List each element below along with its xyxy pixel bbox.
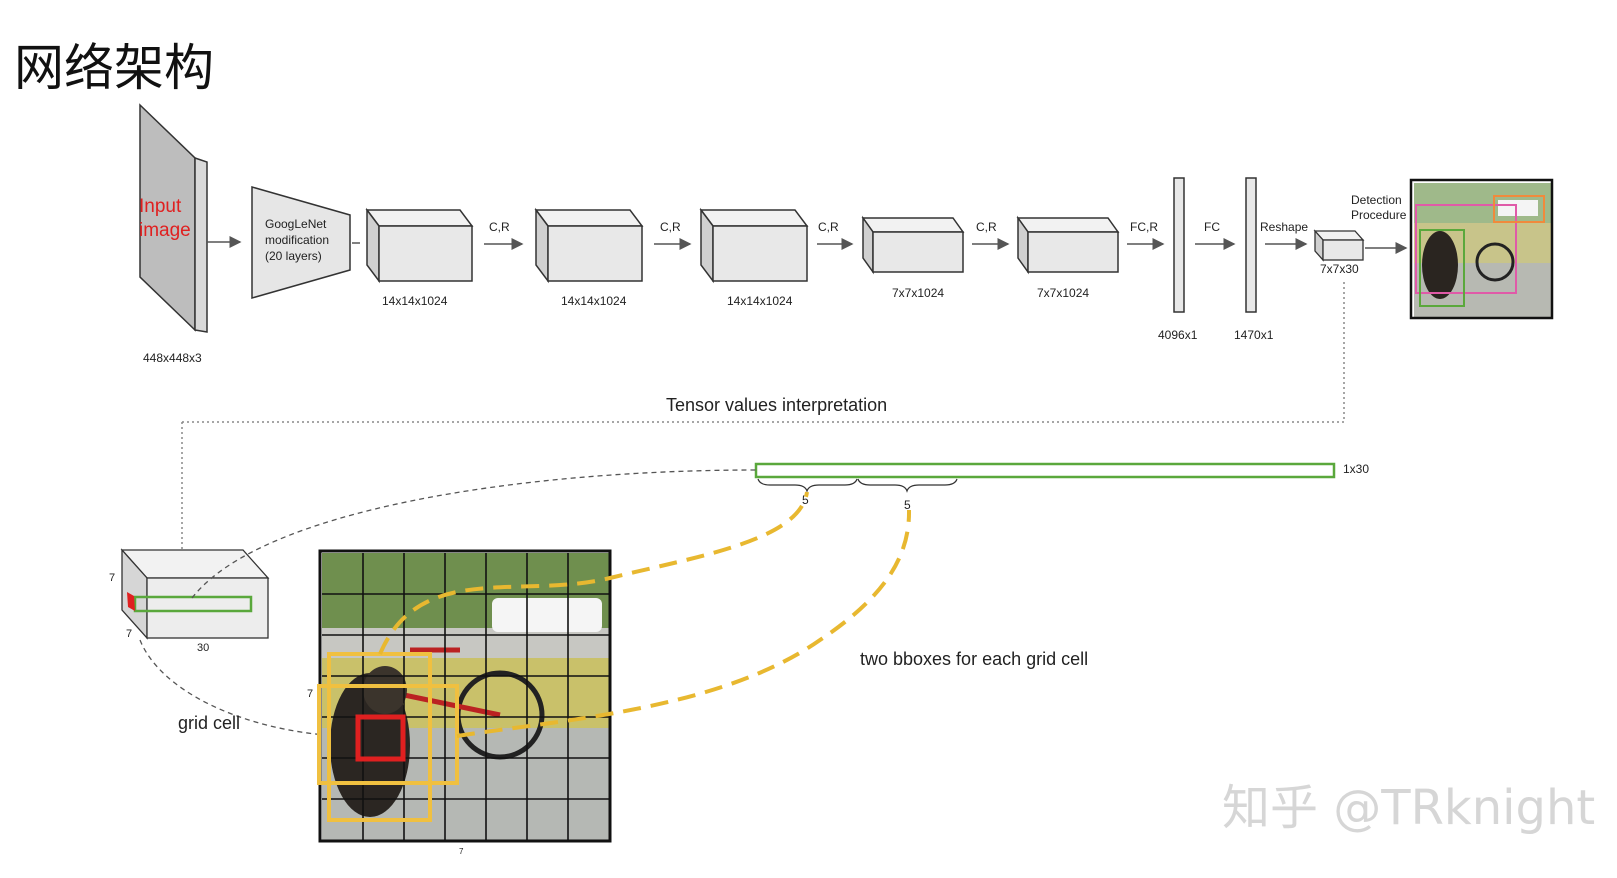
- bbox-label: two bboxes for each grid cell: [860, 649, 1088, 669]
- block-dim-4: 7x7x1024: [892, 286, 944, 300]
- arrow-label-3: C,R: [818, 220, 839, 234]
- grid-cube-w-label: 7: [126, 628, 132, 640]
- googlenet-label-3: (20 layers): [265, 249, 322, 263]
- conv-block-4: 7x7x1024: [861, 215, 965, 300]
- fc-dim-1: 4096x1: [1158, 328, 1198, 342]
- fc-dim-2: 1470x1: [1234, 328, 1274, 342]
- detection-label-1: Detection: [1351, 193, 1402, 207]
- input-image-layer: Input image 448x448x3: [139, 103, 208, 365]
- vector-1x30: 1x30 5 5: [754, 462, 1369, 512]
- grid-tensor-cube: 7 7 30: [109, 548, 270, 654]
- output-cube: 7x7x30: [1313, 229, 1365, 276]
- block-dim-3: 14x14x1024: [727, 294, 793, 308]
- arrow-label-2: C,R: [660, 220, 681, 234]
- conv-block-5: 7x7x1024: [1016, 215, 1120, 300]
- grid-bottom-label: 7: [459, 847, 464, 856]
- detection-result-image: [1409, 178, 1554, 320]
- conv-block-1: 14x14x1024: [365, 207, 474, 308]
- block-dim-2: 14x14x1024: [561, 294, 627, 308]
- input-label-1: Input: [139, 196, 182, 217]
- conv-block-3: 14x14x1024: [699, 207, 809, 308]
- block-dim-5: 7x7x1024: [1037, 286, 1089, 300]
- arrow-label-5: FC,R: [1130, 220, 1158, 234]
- output-dim-label: 7x7x30: [1320, 262, 1359, 276]
- interpretation-connector: Tensor values interpretation: [181, 282, 1345, 550]
- arrow-label-6: FC: [1204, 220, 1220, 234]
- tensor-label: Tensor values interpretation: [666, 395, 887, 415]
- grid-side-label: 7: [307, 688, 313, 700]
- detection-label-2: Procedure: [1351, 208, 1407, 222]
- arrow-label-4: C,R: [976, 220, 997, 234]
- page-title: 网络架构: [14, 39, 214, 97]
- arrow-label-7: Reshape: [1260, 220, 1308, 234]
- fc-layer-2: 1470x1: [1234, 177, 1274, 342]
- yellow-dashed-curves: [378, 491, 912, 738]
- googlenet-block: GoogLeNet modification (20 layers): [251, 186, 351, 299]
- fc-layer-1: 4096x1: [1158, 177, 1198, 342]
- grid-cell-label: grid cell: [178, 713, 240, 733]
- input-label-2: image: [139, 220, 191, 241]
- googlenet-label-2: modification: [265, 233, 329, 247]
- watermark: 知乎 @TRknight: [1222, 780, 1596, 836]
- grid-cube-d-label: 30: [197, 642, 209, 654]
- input-dim-label: 448x448x3: [143, 351, 202, 365]
- googlenet-label-1: GoogLeNet: [265, 217, 327, 231]
- block-dim-1: 14x14x1024: [382, 294, 448, 308]
- conv-block-2: 14x14x1024: [534, 207, 644, 308]
- brace-label-1: 5: [802, 493, 809, 507]
- arrow-label-1: C,R: [489, 220, 510, 234]
- vector-dim-label: 1x30: [1343, 462, 1369, 476]
- grid-photo: 7 7: [307, 549, 612, 856]
- brace-label-2: 5: [904, 498, 911, 512]
- grid-cube-h-label: 7: [109, 572, 115, 584]
- connector-arrows: C,R C,R C,R C,R FC,R FC Reshape: [484, 220, 1408, 254]
- gray-dashed-curves: [139, 469, 757, 737]
